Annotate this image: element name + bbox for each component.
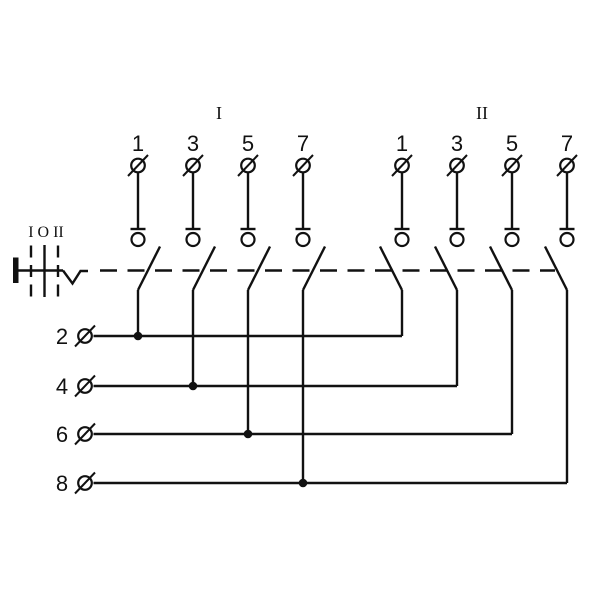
output-terminal-row-2: 2 bbox=[56, 324, 402, 349]
screw-terminal-icon bbox=[446, 154, 468, 177]
switch-pole-II-5: 5 bbox=[488, 131, 523, 434]
switch-pole-I-5: 5 bbox=[237, 131, 272, 434]
screw-terminal-icon bbox=[74, 324, 96, 348]
switch-pole-II-3: 3 bbox=[433, 131, 468, 386]
junction-dot bbox=[243, 429, 253, 439]
switch-blade-line bbox=[378, 245, 404, 291]
terminal-number: 1 bbox=[396, 131, 408, 156]
group-label-1: I bbox=[216, 103, 222, 123]
screw-terminal-icon bbox=[74, 471, 96, 495]
terminal-number: 6 bbox=[56, 422, 68, 447]
position-labels: I O II bbox=[28, 224, 64, 241]
screw-terminal-icon bbox=[237, 154, 259, 177]
switch-blade-line bbox=[433, 245, 459, 291]
terminal-number: 5 bbox=[242, 131, 254, 156]
contact-icon bbox=[449, 231, 465, 248]
terminal-number: 2 bbox=[56, 324, 68, 349]
screw-terminal-icon bbox=[182, 154, 204, 177]
terminal-number: 3 bbox=[451, 131, 463, 156]
switch-blade-line bbox=[246, 245, 272, 291]
contact-icon bbox=[295, 231, 311, 248]
screw-terminal-icon bbox=[127, 154, 149, 177]
contact-icon bbox=[240, 231, 256, 248]
switch-blade-line bbox=[543, 245, 569, 291]
screw-terminal-icon bbox=[292, 154, 314, 177]
screw-terminal-icon bbox=[74, 422, 96, 446]
contact-icon bbox=[504, 231, 520, 248]
group-label-2: II bbox=[476, 103, 488, 123]
switch-pole-II-7: 7 bbox=[543, 131, 578, 483]
terminal-number: 7 bbox=[561, 131, 573, 156]
switch-blade-line bbox=[488, 245, 514, 291]
switch-pole-II-1: 1 bbox=[378, 131, 413, 336]
terminal-number: 3 bbox=[187, 131, 199, 156]
contact-icon bbox=[185, 231, 201, 248]
screw-terminal-icon bbox=[391, 154, 413, 177]
junction-dot bbox=[133, 331, 143, 341]
contact-icon bbox=[559, 231, 575, 248]
output-terminal-row-4: 4 bbox=[56, 374, 457, 399]
junction-dot bbox=[188, 381, 198, 391]
detent-icon bbox=[62, 269, 88, 286]
terminal-number: 4 bbox=[56, 374, 68, 399]
contact-icon bbox=[394, 231, 410, 248]
terminal-number: 8 bbox=[56, 471, 68, 496]
terminal-number: 1 bbox=[132, 131, 144, 156]
terminal-number: 5 bbox=[506, 131, 518, 156]
switch-pole-I-3: 3 bbox=[182, 131, 217, 386]
contact-icon bbox=[130, 231, 146, 248]
screw-terminal-icon bbox=[74, 374, 96, 398]
output-terminal-row-6: 6 bbox=[56, 422, 512, 447]
handle-icon bbox=[13, 257, 19, 283]
switch-blade-line bbox=[191, 245, 217, 291]
switch-blade-line bbox=[301, 245, 327, 291]
terminal-number: 7 bbox=[297, 131, 309, 156]
screw-terminal-icon bbox=[501, 154, 523, 177]
switch-pole-I-7: 7 bbox=[292, 131, 327, 483]
junction-dot bbox=[298, 478, 308, 488]
switch-blade-line bbox=[136, 245, 162, 291]
output-terminal-row-8: 8 bbox=[56, 471, 567, 496]
screw-terminal-icon bbox=[556, 154, 578, 177]
actuator-mechanism: I O II bbox=[13, 224, 88, 297]
switch-pole-I-1: 1 bbox=[127, 131, 162, 336]
